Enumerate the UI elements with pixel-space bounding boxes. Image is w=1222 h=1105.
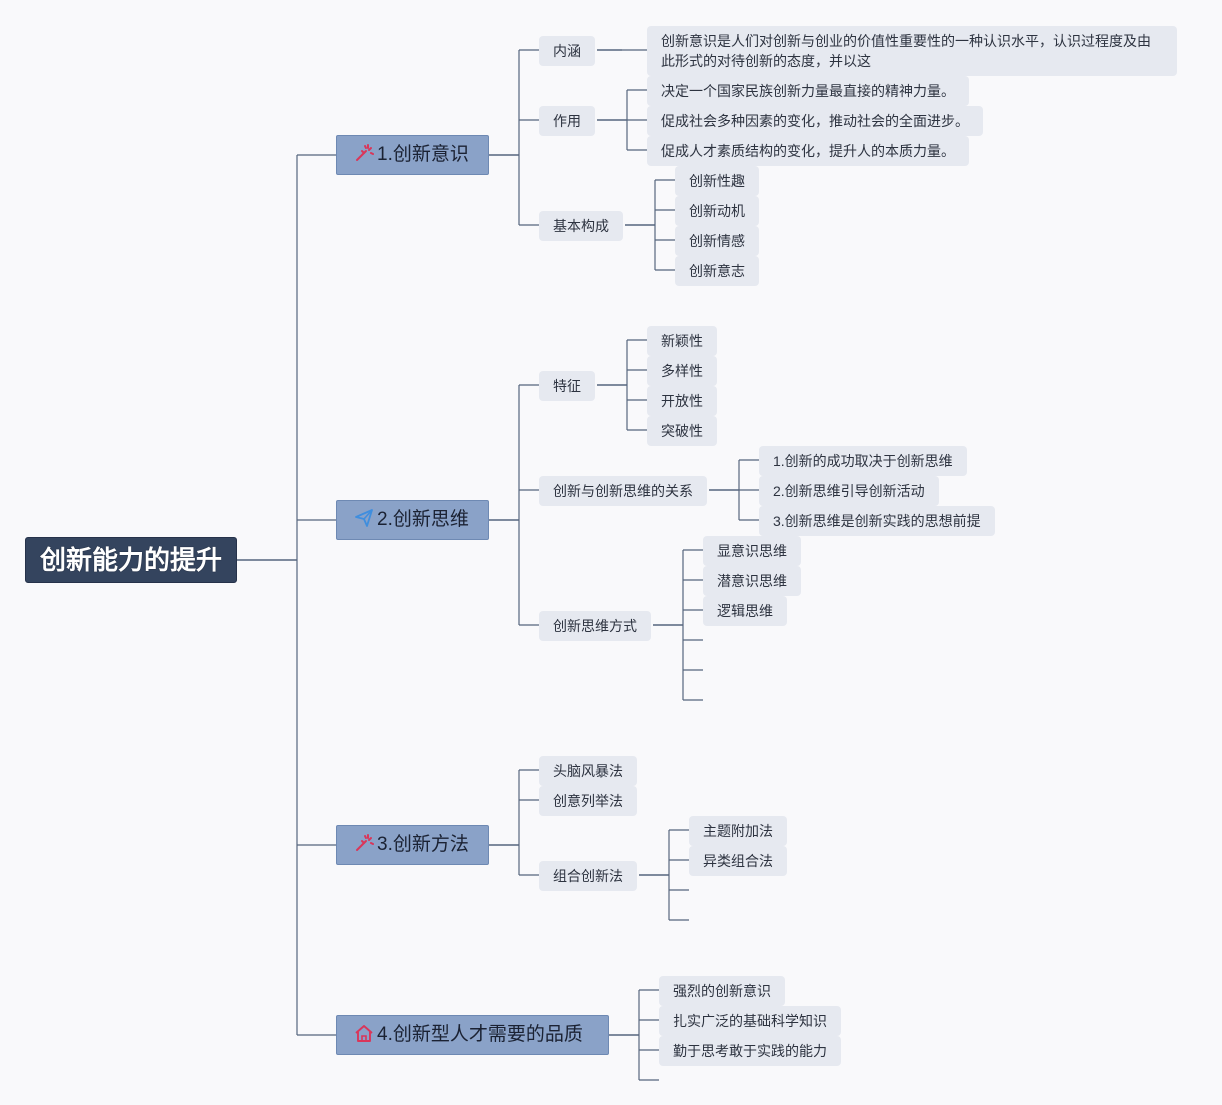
- subtopic-connotation[interactable]: 内涵: [539, 36, 595, 66]
- leaf-subconscious-thinking[interactable]: 潜意识思维: [703, 566, 801, 596]
- subtopic-function[interactable]: 作用: [539, 106, 595, 136]
- home-icon: [354, 1019, 374, 1042]
- subtopic-basic-composition[interactable]: 基本构成: [539, 211, 623, 241]
- branch-label: 2.创新思维: [377, 509, 469, 530]
- magic-wand-icon: [354, 139, 374, 161]
- leaf-solid-knowledge[interactable]: 扎实广泛的基础科学知识: [659, 1006, 841, 1036]
- subtopic-thinking-modes[interactable]: 创新思维方式: [539, 611, 651, 641]
- leaf-novelty[interactable]: 新颖性: [647, 326, 717, 356]
- leaf-function-2[interactable]: 促成社会多种因素的变化，推动社会的全面进步。: [647, 106, 983, 136]
- leaf-connotation-definition[interactable]: 创新意识是人们对创新与创业的价值性重要性的一种认识水平，认识过程度及由此形式的对…: [647, 26, 1177, 76]
- leaf-strong-awareness[interactable]: 强烈的创新意识: [659, 976, 785, 1006]
- leaf-composition-will[interactable]: 创新意志: [675, 256, 759, 286]
- root-topic[interactable]: 创新能力的提升: [25, 537, 237, 583]
- leaf-breakthrough[interactable]: 突破性: [647, 416, 717, 446]
- branch-label: 3.创新方法: [377, 834, 469, 855]
- branch-talent-qualities[interactable]: 4.创新型人才需要的品质: [336, 1015, 609, 1055]
- leaf-composition-motive[interactable]: 创新动机: [675, 196, 759, 226]
- leaf-composition-interest[interactable]: 创新性趣: [675, 166, 759, 196]
- leaf-openness[interactable]: 开放性: [647, 386, 717, 416]
- leaf-logical-thinking[interactable]: 逻辑思维: [703, 596, 787, 626]
- branch-innovative-thinking[interactable]: 2.创新思维: [336, 500, 489, 540]
- leaf-practice-ability[interactable]: 勤于思考敢于实践的能力: [659, 1036, 841, 1066]
- paper-plane-icon: [354, 504, 374, 527]
- leaf-relationship-2[interactable]: 2.创新思维引导创新活动: [759, 476, 939, 506]
- leaf-composition-emotion[interactable]: 创新情感: [675, 226, 759, 256]
- leaf-heterogeneous-combination[interactable]: 异类组合法: [689, 846, 787, 876]
- leaf-function-1[interactable]: 决定一个国家民族创新力量最直接的精神力量。: [647, 76, 969, 106]
- branch-label: 1.创新意识: [377, 144, 469, 165]
- leaf-theme-addition[interactable]: 主题附加法: [689, 816, 787, 846]
- branch-innovation-methods[interactable]: 3.创新方法: [336, 825, 489, 865]
- leaf-relationship-1[interactable]: 1.创新的成功取决于创新思维: [759, 446, 967, 476]
- subtopic-combination-method[interactable]: 组合创新法: [539, 861, 637, 891]
- subtopic-idea-listing[interactable]: 创意列举法: [539, 786, 637, 816]
- leaf-conscious-thinking[interactable]: 显意识思维: [703, 536, 801, 566]
- branch-innovation-awareness[interactable]: 1.创新意识: [336, 135, 489, 175]
- branch-label: 4.创新型人才需要的品质: [377, 1024, 583, 1045]
- magic-wand-icon: [354, 829, 374, 851]
- subtopic-brainstorming[interactable]: 头脑风暴法: [539, 756, 637, 786]
- subtopic-relationship[interactable]: 创新与创新思维的关系: [539, 476, 707, 506]
- subtopic-characteristics[interactable]: 特征: [539, 371, 595, 401]
- leaf-diversity[interactable]: 多样性: [647, 356, 717, 386]
- leaf-relationship-3[interactable]: 3.创新思维是创新实践的思想前提: [759, 506, 995, 536]
- leaf-function-3[interactable]: 促成人才素质结构的变化，提升人的本质力量。: [647, 136, 969, 166]
